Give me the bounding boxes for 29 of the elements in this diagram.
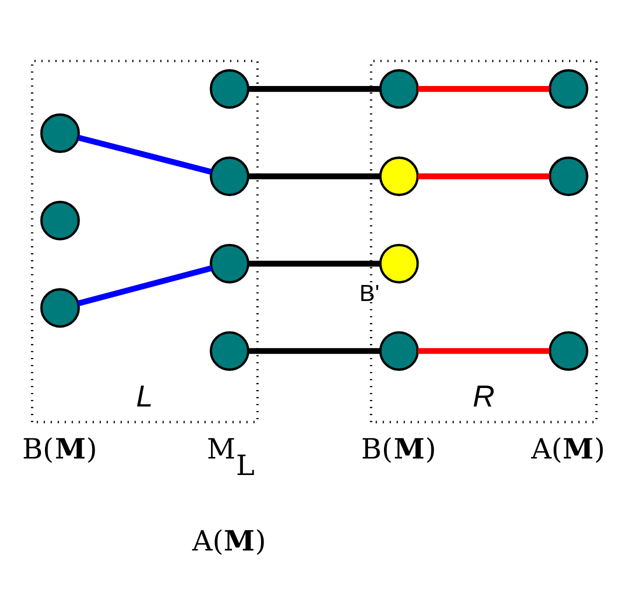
connector xyxy=(418,172,550,179)
node-circle xyxy=(210,156,250,196)
label: A(M) xyxy=(192,524,266,557)
node-circle xyxy=(379,156,419,196)
node-circle xyxy=(210,68,250,108)
node-circle xyxy=(548,156,588,196)
node-circle xyxy=(210,330,250,370)
node-circle xyxy=(40,200,80,240)
label: B(M) xyxy=(361,432,436,465)
node-label: B' xyxy=(359,279,380,306)
connector xyxy=(78,134,212,174)
connector xyxy=(77,264,212,306)
node-circle xyxy=(40,288,80,328)
label: B(M) xyxy=(22,432,98,465)
node-circle xyxy=(379,68,419,108)
connector xyxy=(418,86,550,92)
connector xyxy=(248,260,380,266)
cluster: L xyxy=(30,59,259,423)
node-circle xyxy=(40,112,80,152)
label: A(M) xyxy=(531,432,606,465)
connector xyxy=(248,86,380,92)
node-circle xyxy=(379,243,419,283)
connector xyxy=(248,348,380,354)
node-circle xyxy=(210,243,250,283)
connector xyxy=(418,348,550,354)
node-circle xyxy=(548,330,588,370)
node-circle xyxy=(548,68,588,108)
connector xyxy=(248,172,380,179)
node-circle xyxy=(379,330,419,370)
